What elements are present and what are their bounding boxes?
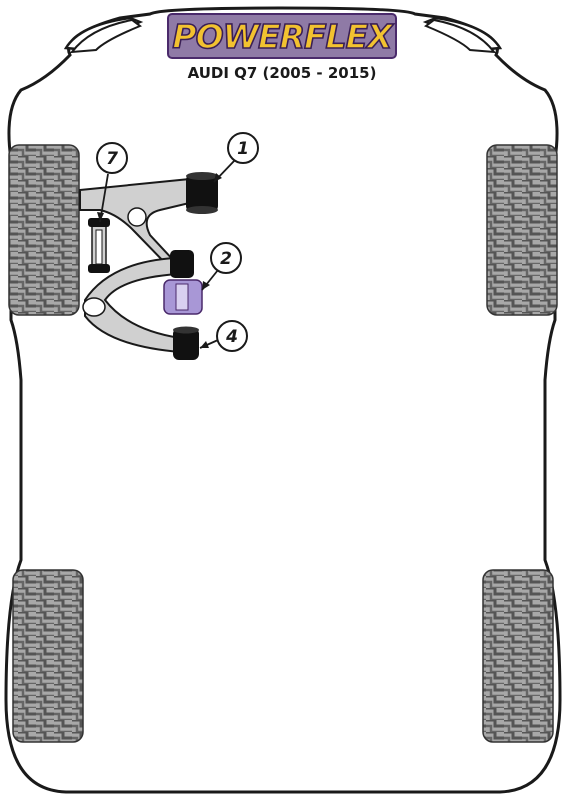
callout-7: 7 <box>96 142 128 223</box>
front-right-window <box>423 18 497 54</box>
tyre-front-right <box>486 144 558 316</box>
bush-4 <box>173 326 199 360</box>
callout-7-number: 7 <box>106 149 118 169</box>
powerflex-logo: POWERFLEX <box>167 13 397 59</box>
strut-link-7 <box>88 218 110 273</box>
upper-arm-pivot <box>127 207 147 227</box>
tyre-rear-left <box>12 569 84 743</box>
bush-2 <box>163 250 203 315</box>
logo-wordmark: POWERFLEX <box>172 17 394 56</box>
callout-4-number: 4 <box>225 327 238 347</box>
front-left-window <box>69 18 143 54</box>
callout-4: 4 <box>199 320 248 352</box>
callout-1-number: 1 <box>237 139 249 159</box>
callout-2: 2 <box>201 242 242 291</box>
tyre-front-left <box>8 144 80 316</box>
bush-1 <box>186 172 218 214</box>
vehicle-title: AUDI Q7 (2005 - 2015) <box>188 64 377 82</box>
callout-2-number: 2 <box>220 249 232 269</box>
callout-1: 1 <box>213 132 259 183</box>
tyre-rear-right <box>482 569 554 743</box>
lower-arm-balljoint <box>82 297 106 317</box>
lower-control-arm <box>84 256 181 354</box>
chassis-outline <box>4 6 562 794</box>
